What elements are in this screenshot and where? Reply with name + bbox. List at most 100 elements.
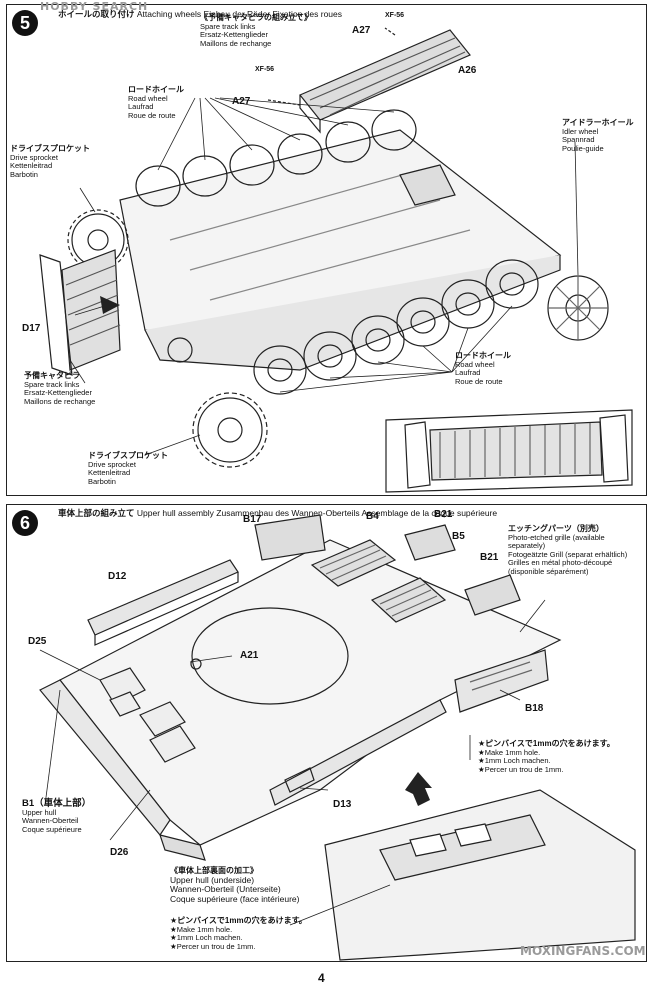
drive-sprocket-label-top-fr: Barbotin (10, 169, 38, 179)
b1-label-de: Wannen-Oberteil (22, 816, 79, 825)
step-6-title-en: Upper hull assembly (136, 508, 214, 518)
idler-wheel-label-en: Idler wheel (562, 126, 599, 136)
drill-hole-note-bottom: ★ピンバイスで1mmの穴をあけます。 ★Make 1mm hole. ★1mm … (170, 916, 307, 951)
side-plate-d13 (269, 699, 447, 806)
front-hatches (99, 667, 196, 763)
spare-track-left-label: 予備キャタピラ Spare track links Ersatz-Ketteng… (24, 371, 95, 406)
b1-label-en: Upper hull (22, 807, 57, 817)
photo-etched-note-fr-1: Grilles en métal photo-découpé (508, 558, 613, 567)
part-d26: D26 (110, 847, 129, 858)
page-number: 4 (318, 971, 325, 985)
idler-wheel-label-jp: アイドラーホイール (562, 118, 634, 127)
part-d25: D25 (28, 636, 47, 647)
underside-detail-illustration (324, 789, 636, 961)
road-wheel-label-bottom-fr: Roue de route (455, 376, 503, 386)
idler-wheel-label: アイドラーホイール Idler wheel Spannrad Poulie-gu… (562, 118, 634, 153)
idler-wheel-illustration (547, 275, 609, 341)
drive-sprocket-label-top-en: Drive sprocket (10, 152, 58, 162)
lower-hull-illustration (119, 129, 562, 371)
drill-hole-note-right-jp: ★ピンバイスで1mmの穴をあけます。 (478, 739, 615, 748)
drill-hole-note-bottom-de: ★1mm Loch machen. (170, 933, 243, 942)
drive-sprocket-label-bottom-de: Kettenleitrad (88, 468, 131, 477)
side-plate-d12 (87, 559, 239, 646)
step-5-title-jp: ホイールの取り付け (58, 9, 135, 19)
part-a21: A21 (240, 650, 259, 661)
underside-header-de: Wannen-Oberteil (Unterseite) (170, 884, 281, 894)
road-wheel-label-top: ロードホイール Road wheel Laufrad Roue de route (128, 85, 184, 120)
moxingfans-watermark: MOXINGFANS.COM (520, 944, 646, 958)
photo-etched-note-en-2: separately) (508, 541, 546, 550)
underside-header-fr: Coque supérieure (face intérieure) (170, 893, 300, 904)
part-b17: B17 (243, 514, 262, 525)
drill-hole-note-right-de: ★1mm Loch machen. (478, 756, 551, 765)
part-b18: B18 (525, 703, 544, 714)
road-wheels-front-row (253, 259, 539, 395)
engine-deck-grilles (254, 514, 521, 623)
photo-etched-note-fr-2: (disponible séparément) (508, 566, 589, 576)
paint-code-label: XF-56 (385, 12, 405, 19)
part-b21-upper: B21 (434, 509, 453, 520)
drill-hole-note-bottom-fr: ★Percer un trou de 1mm. (170, 941, 256, 951)
photo-etched-note-en-1: Photo-etched grille (available (508, 532, 605, 542)
drive-sprocket-label-top: ドライブスプロケット Drive sprocket Kettenleitrad … (10, 144, 90, 179)
drive-sprocket-bottom-illustration (167, 337, 268, 468)
spare-track-links-header: 《予備キャタピラの組み立て》 Spare track links Ersatz-… (200, 13, 312, 48)
drill-hole-note-bottom-en: ★Make 1mm hole. (170, 924, 233, 934)
spare-track-left-label-de: Ersatz-Kettenglieder (24, 388, 92, 397)
road-wheel-label-top-fr: Roue de route (128, 110, 176, 120)
step-5-title-en: Attaching wheels (136, 9, 202, 19)
leader-lines-step6 (39, 599, 546, 926)
rear-plate-b18 (454, 649, 549, 713)
part-b5: B5 (452, 531, 465, 542)
idler-wheel-label-fr: Poulie-guide (562, 143, 604, 153)
road-wheel-label-bottom: ロードホイール Road wheel Laufrad Roue de route (455, 351, 511, 386)
part-d17: D17 (22, 323, 41, 334)
b1-label-jp: B1（車体上部） (22, 798, 92, 809)
photo-etched-grille-note: エッチングパーツ（別売） Photo-etched grille (availa… (508, 524, 628, 576)
road-wheel-label-top-en: Road wheel (128, 93, 168, 103)
b1-label-fr: Coque supérieure (22, 824, 82, 834)
drive-sprocket-label-bottom-jp: ドライブスプロケット (88, 451, 168, 460)
drive-sprocket-label-top-jp: ドライブスプロケット (10, 144, 90, 153)
spare-track-left-label-en: Spare track links (24, 379, 80, 389)
photo-etched-note-de: Fotogeätzte Grill (separat erhältlich) (508, 549, 628, 559)
step-6-title-jp: 車体上部の組み立て (58, 508, 135, 518)
underside-processing-header: 《車体上部裏面の加工》 Upper hull (underside) Wanne… (170, 866, 299, 904)
paint-code-label: XF-56 (255, 66, 275, 73)
road-wheel-label-bottom-jp: ロードホイール (455, 351, 511, 360)
road-wheel-label-bottom-en: Road wheel (455, 359, 495, 369)
assembly-arrows-step5 (100, 296, 120, 314)
underside-header-en: Upper hull (underside) (170, 874, 255, 885)
step-5-badge: 5 (12, 10, 38, 36)
step-6-title-fr: Assemblage de la coque supérieure (361, 508, 498, 518)
b17-part-outline (254, 514, 326, 561)
hobby-search-watermark: HOBBY SEARCH (40, 0, 149, 13)
step-6-title: 車体上部の組み立て Upper hull assembly Zusammenba… (58, 508, 498, 519)
attention-arrow (405, 772, 432, 806)
spare-track-links-header-jp: 《予備キャタピラの組み立て》 (200, 13, 312, 22)
drive-sprocket-label-bottom-fr: Barbotin (88, 476, 116, 486)
spare-track-links-header-de: Ersatz-Kettenglieder (200, 30, 268, 39)
drive-sprocket-label-bottom-en: Drive sprocket (88, 459, 136, 469)
step-6-badge: 6 (12, 510, 38, 536)
part-a27-bottom: A27 (232, 96, 251, 107)
underside-header-jp: 《車体上部裏面の加工》 (170, 866, 258, 875)
idler-wheel-label-de: Spannrad (562, 135, 595, 144)
drill-hole-note-bottom-jp: ★ピンバイスで1mmの穴をあけます。 (170, 916, 307, 925)
track-detail-inset (385, 409, 633, 493)
drive-sprocket-label-top-de: Kettenleitrad (10, 161, 53, 170)
step-5-title: ホイールの取り付け Attaching wheels Einbau der Rä… (58, 9, 342, 20)
drill-hole-note-right-en: ★Make 1mm hole. (478, 747, 541, 757)
turret-ring-outline (191, 607, 349, 705)
part-b21-lower: B21 (480, 552, 499, 563)
part-d12: D12 (108, 571, 127, 582)
part-a26: A26 (458, 65, 477, 76)
spare-track-left-label-jp: 予備キャタピラ (24, 371, 80, 380)
b1-upper-hull-label: B1（車体上部） Upper hull Wannen-Oberteil Coqu… (22, 798, 92, 834)
part-d13: D13 (333, 799, 352, 810)
drive-sprocket-label-bottom: ドライブスプロケット Drive sprocket Kettenleitrad … (88, 451, 168, 486)
drill-hole-note-right-fr: ★Percer un trou de 1mm. (478, 764, 564, 774)
spare-track-links-header-en: Spare track links (200, 21, 256, 31)
